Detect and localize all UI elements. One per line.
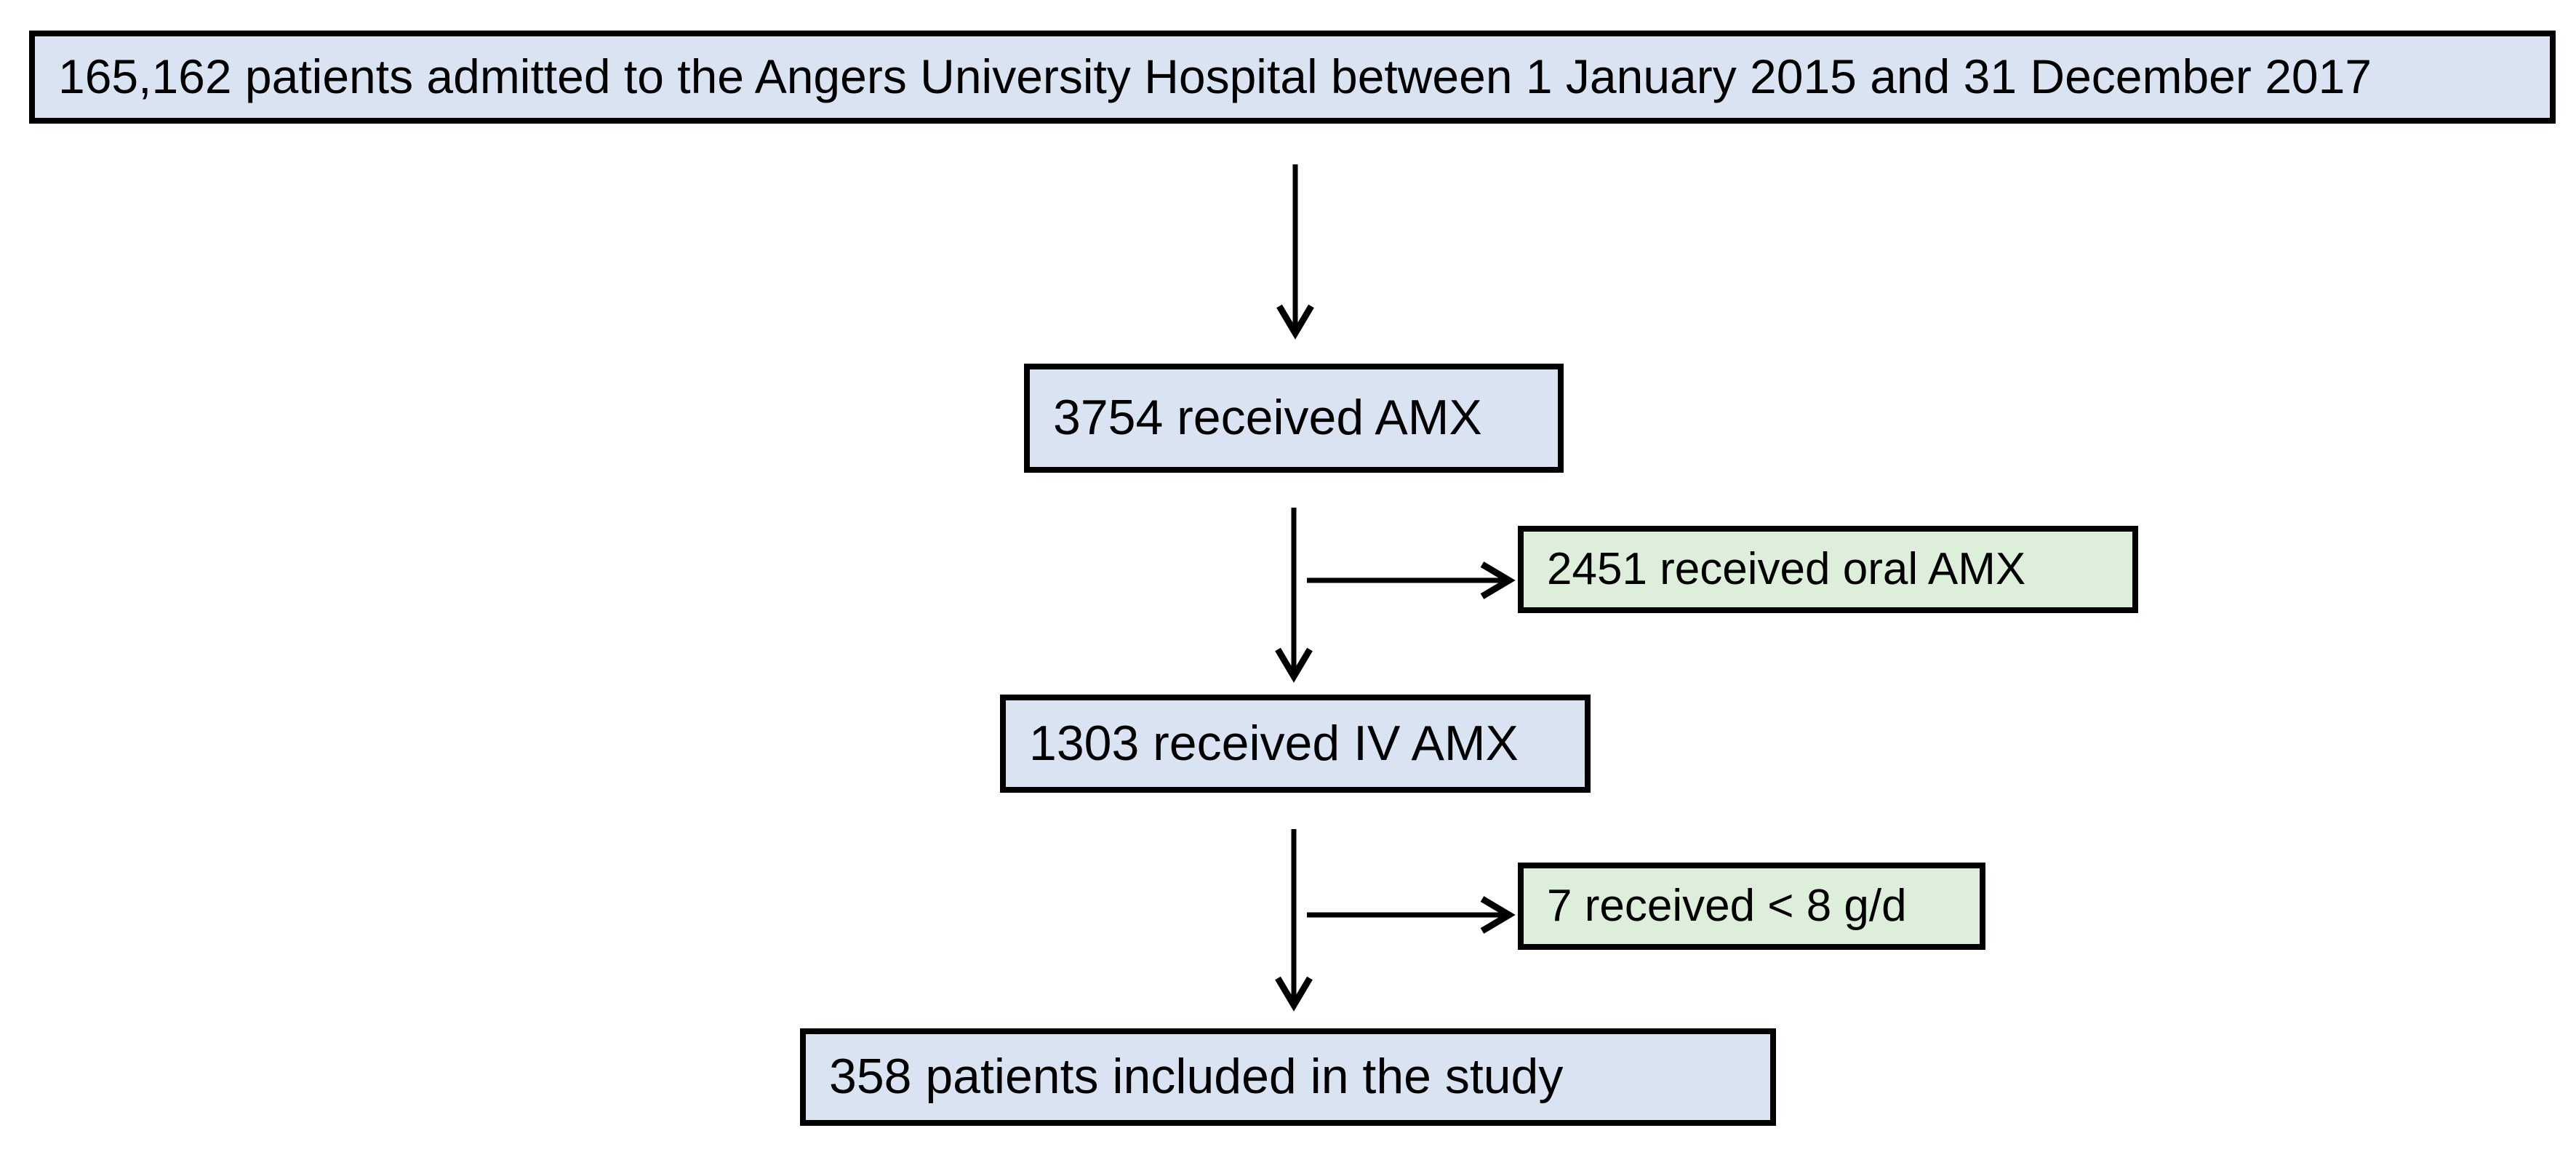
- arrow-iv-to-included: [1275, 829, 1313, 1012]
- arrow-amx-to-iv: [1275, 508, 1313, 683]
- node-received-amx-label: 3754 received AMX: [1053, 390, 1482, 446]
- arrowhead-right-icon: [1480, 561, 1516, 599]
- node-iv-amx: 1303 received IV AMX: [1000, 695, 1591, 793]
- node-admitted: 165,162 patients admitted to the Angers …: [29, 31, 2556, 124]
- node-received-amx: 3754 received AMX: [1024, 364, 1564, 473]
- arrowhead-down-icon: [1276, 304, 1314, 340]
- arrow-branch-low-dose: [1307, 896, 1516, 934]
- node-oral-amx-label: 2451 received oral AMX: [1547, 544, 2026, 595]
- arrow-branch-oral-amx: [1307, 561, 1516, 599]
- node-low-dose: 7 received < 8 g/d: [1518, 863, 1985, 950]
- arrow-admitted-to-amx: [1276, 164, 1314, 340]
- node-low-dose-label: 7 received < 8 g/d: [1547, 881, 1907, 932]
- node-iv-amx-label: 1303 received IV AMX: [1029, 715, 1519, 771]
- arrowhead-right-icon: [1480, 896, 1516, 934]
- node-included-label: 358 patients included in the study: [829, 1049, 1564, 1105]
- node-included: 358 patients included in the study: [800, 1028, 1776, 1126]
- node-admitted-label: 165,162 patients admitted to the Angers …: [58, 49, 2372, 104]
- node-oral-amx: 2451 received oral AMX: [1518, 526, 2138, 613]
- arrowhead-down-icon: [1275, 647, 1313, 683]
- arrowhead-down-icon: [1275, 976, 1313, 1012]
